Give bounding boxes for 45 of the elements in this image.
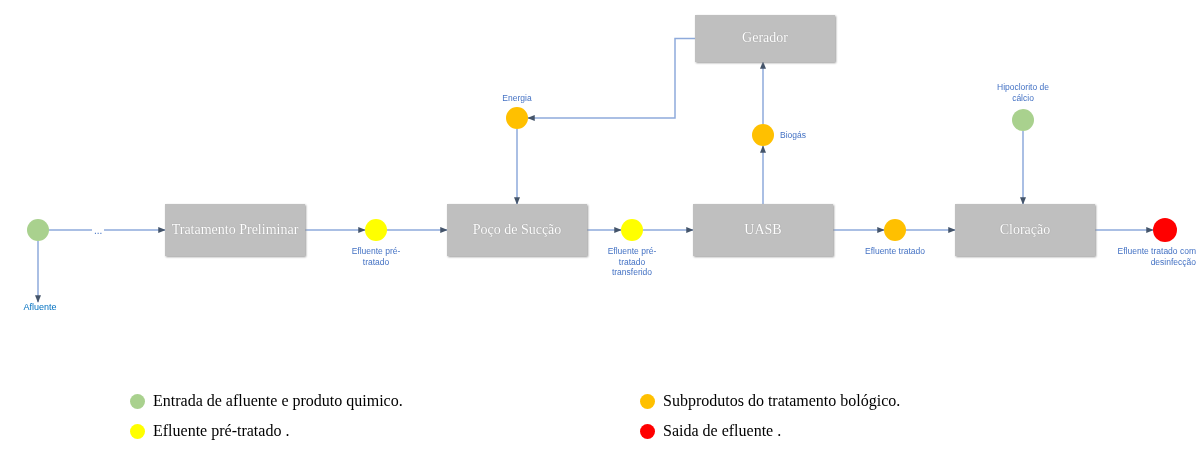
flow-point-circle — [27, 219, 49, 241]
legend-text: Efluente pré-tratado . — [153, 422, 290, 440]
flow-point-circle — [621, 219, 643, 241]
legend-text: Subprodutos do tratamento bológico. — [663, 392, 901, 410]
arrow — [1094, 227, 1154, 233]
legend-text: Saida de efluente . — [663, 422, 782, 440]
flow-point-label: Efluente pré-tratado transferido — [606, 246, 658, 278]
process-box — [447, 204, 587, 256]
flow-point-label: Biogás — [780, 130, 807, 141]
flow-point-label: Efluente pré-tratado — [350, 246, 402, 268]
flow-point-circle — [506, 107, 528, 129]
arrow — [760, 145, 766, 205]
arrow — [1020, 130, 1026, 205]
flow-point-label: Efluente tratado — [864, 246, 926, 257]
flow-point-circle — [1153, 218, 1177, 242]
box-title: Poço de Sucção — [472, 221, 562, 239]
arrow — [760, 61, 766, 125]
process-box — [955, 204, 1095, 256]
flow-point-label: Energia — [501, 93, 533, 104]
box-title: Gerador — [742, 30, 788, 47]
arrow — [905, 227, 956, 233]
box-title: UASB — [744, 221, 782, 239]
flow-point-circle — [1012, 109, 1034, 131]
arrow — [48, 227, 166, 233]
box-title: Cloração — [999, 221, 1051, 239]
arrow — [386, 227, 448, 233]
arrow — [514, 128, 520, 205]
flow-point-circle — [365, 219, 387, 241]
arrow — [642, 227, 694, 233]
flow-point-circle — [884, 219, 906, 241]
process-box — [165, 204, 305, 256]
edge-label: ... — [92, 226, 105, 236]
process-box — [693, 204, 833, 256]
arrow — [35, 240, 41, 303]
flow-label: Afluente — [22, 302, 58, 316]
box-title: Tratamento Preliminar — [171, 221, 299, 239]
arrow — [586, 227, 622, 233]
flow-point-label: Hipoclorito de cálcio — [996, 82, 1050, 104]
arrow — [527, 37, 696, 121]
arrow — [304, 227, 366, 233]
flow-point-label: Efluente tratado com desinfecção — [1116, 246, 1196, 268]
legend-text: Entrada de afluente e produto quimico. — [153, 392, 403, 410]
process-box — [695, 15, 835, 62]
arrow — [832, 227, 885, 233]
flow-point-circle — [752, 124, 774, 146]
